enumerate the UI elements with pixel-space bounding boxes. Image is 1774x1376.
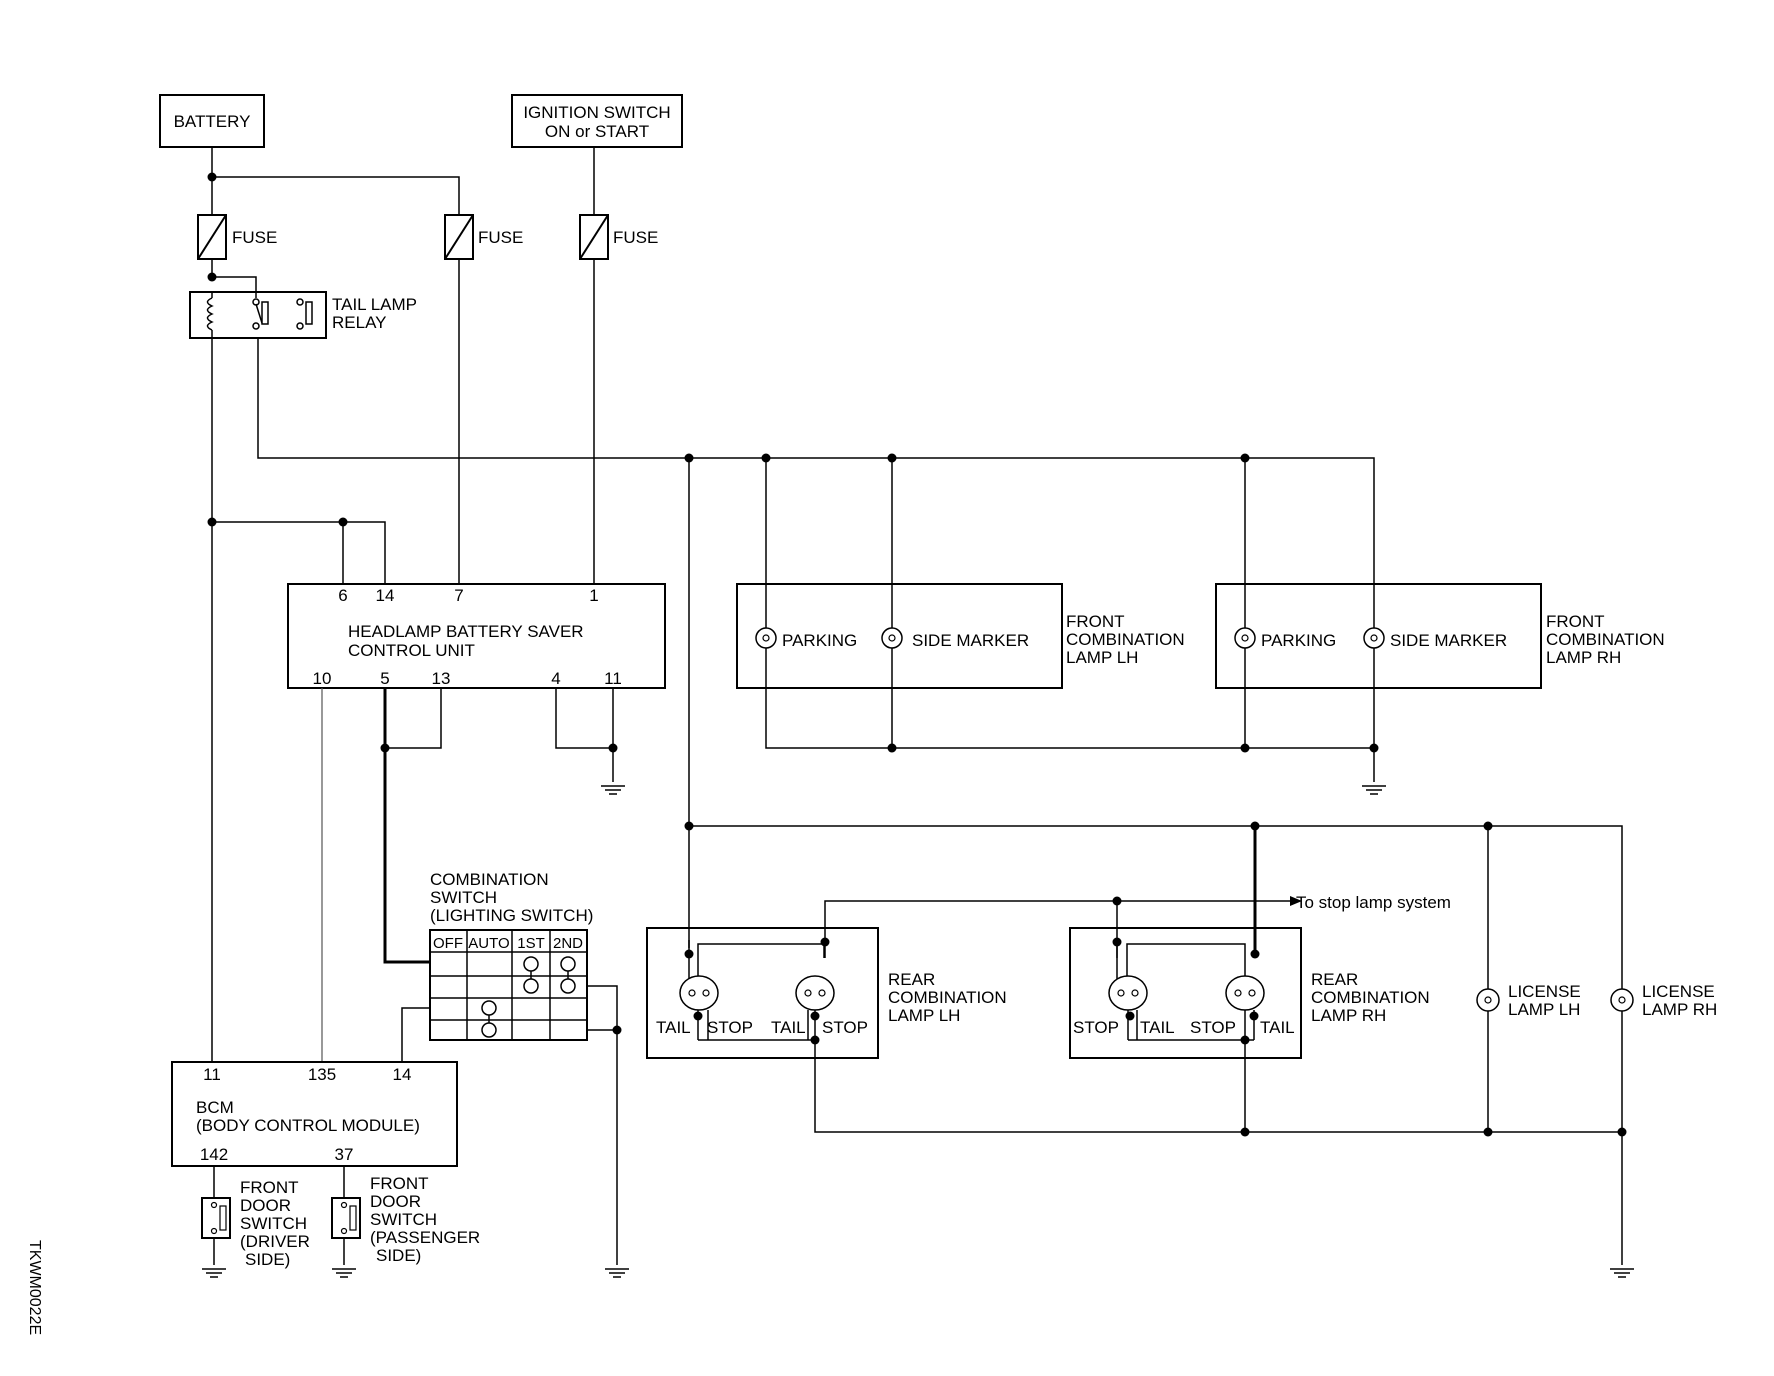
door-driver-label-4: (DRIVER (240, 1232, 310, 1251)
rear-combination-lamp-lh: TAIL STOP TAIL STOP REAR COMBINATION LAM… (646, 927, 1007, 1059)
fuse-2: FUSE (444, 214, 523, 260)
front-rh-parking-label: PARKING (1261, 631, 1336, 650)
saver-pin-1: 1 (589, 586, 598, 605)
rear-lh-label-2: COMBINATION (888, 988, 1007, 1007)
supply-wiring (207, 147, 595, 584)
tail-lamp-bus (207, 338, 1387, 1062)
bcm-pin-11: 11 (203, 1065, 221, 1084)
bcm-pin-142: 142 (200, 1145, 228, 1164)
tail-lamp-relay: TAIL LAMP RELAY (189, 272, 417, 339)
front-combination-lamp-lh: PARKING SIDE MARKER FRONT COMBINATION LA… (736, 583, 1185, 689)
bcm-label-1: BCM (196, 1098, 234, 1117)
license-lh-label-1: LICENSE (1508, 982, 1581, 1001)
saver-pin-4: 4 (551, 669, 560, 688)
rear-combination-lamp-rh: STOP TAIL STOP TAIL REAR COMBINATION LAM… (1069, 927, 1430, 1132)
saver-pin-14: 14 (376, 586, 395, 605)
bcm-pin-135: 135 (308, 1065, 336, 1084)
front-lh-label-1: FRONT (1066, 612, 1125, 631)
ignition-label-2: ON or START (545, 122, 649, 141)
front-rh-label-3: LAMP RH (1546, 648, 1621, 667)
switch-col-auto: AUTO (468, 935, 509, 952)
rear-lh-stop-2: STOP (822, 1018, 868, 1037)
license-lh-label-2: LAMP LH (1508, 1000, 1580, 1019)
rear-lh-label-3: LAMP LH (888, 1006, 960, 1025)
rear-rh-stop-2: STOP (1190, 1018, 1236, 1037)
door-driver-label-3: SWITCH (240, 1214, 307, 1233)
rear-rh-tail-2: TAIL (1260, 1018, 1295, 1037)
door-driver-label-5: SIDE) (245, 1250, 290, 1269)
switch-col-1st: 1ST (517, 935, 545, 952)
door-passenger-label-1: FRONT (370, 1174, 429, 1193)
fuse-label-2: FUSE (478, 228, 523, 247)
saver-label-1: HEADLAMP BATTERY SAVER (348, 622, 584, 641)
front-lh-label-2: COMBINATION (1066, 630, 1185, 649)
front-lh-parking-label: PARKING (782, 631, 857, 650)
door-driver-label-2: DOOR (240, 1196, 291, 1215)
fuse-3: FUSE (579, 214, 658, 260)
relay-label-1: TAIL LAMP (332, 295, 417, 314)
front-door-switch-driver: FRONT DOOR SWITCH (DRIVER SIDE) (201, 1166, 310, 1278)
front-rh-label-1: FRONT (1546, 612, 1605, 631)
ignition-label-1: IGNITION SWITCH (523, 103, 670, 122)
stop-lamp-note: To stop lamp system (1296, 893, 1451, 912)
front-door-switch-passenger: FRONT DOOR SWITCH (PASSENGER SIDE) (331, 1166, 480, 1278)
comb-switch-label-3: (LIGHTING SWITCH) (430, 906, 593, 925)
front-lh-side-marker-label: SIDE MARKER (912, 631, 1029, 650)
rear-rh-label-2: COMBINATION (1311, 988, 1430, 1007)
bcm-label-2: (BODY CONTROL MODULE) (196, 1116, 420, 1135)
license-lamp-rh: LICENSE LAMP RH (1610, 982, 1717, 1019)
front-lh-label-3: LAMP LH (1066, 648, 1138, 667)
saver-pin-6: 6 (338, 586, 347, 605)
license-rh-label-2: LAMP RH (1642, 1000, 1717, 1019)
front-rh-label-2: COMBINATION (1546, 630, 1665, 649)
comb-switch-label-2: SWITCH (430, 888, 497, 907)
rear-rh-label-1: REAR (1311, 970, 1358, 989)
fuse-label-1: FUSE (232, 228, 277, 247)
comb-switch-label-1: COMBINATION (430, 870, 549, 889)
switch-col-off: OFF (433, 935, 463, 952)
relay-label-2: RELAY (332, 313, 387, 332)
rear-lh-tail-1: TAIL (656, 1018, 691, 1037)
saver-pin-5: 5 (380, 669, 389, 688)
front-rh-side-marker-label: SIDE MARKER (1390, 631, 1507, 650)
rear-rh-label-3: LAMP RH (1311, 1006, 1386, 1025)
bcm-pin-14: 14 (393, 1065, 412, 1084)
battery: BATTERY (159, 94, 265, 148)
rear-lh-tail-2: TAIL (771, 1018, 806, 1037)
fuse-label-3: FUSE (613, 228, 658, 247)
diagram-id: TKWM0022E (26, 1240, 43, 1335)
fuse-1: FUSE (197, 214, 277, 260)
ignition-switch: IGNITION SWITCH ON or START (511, 94, 683, 148)
battery-label: BATTERY (174, 112, 251, 131)
door-passenger-label-2: DOOR (370, 1192, 421, 1211)
door-driver-label-1: FRONT (240, 1178, 299, 1197)
saver-label-2: CONTROL UNIT (348, 641, 475, 660)
saver-pin-7: 7 (454, 586, 463, 605)
saver-pin-13: 13 (432, 669, 451, 688)
bcm: 11 135 14 BCM (BODY CONTROL MODULE) 142 … (171, 1061, 458, 1167)
rear-rh-stop-1: STOP (1073, 1018, 1119, 1037)
license-lamp-lh: LICENSE LAMP LH (1476, 982, 1581, 1019)
front-combination-lamp-rh: PARKING SIDE MARKER FRONT COMBINATION LA… (1215, 583, 1665, 689)
saver-output-wiring (321, 688, 626, 1062)
license-rh-label-1: LICENSE (1642, 982, 1715, 1001)
switch-col-2nd: 2ND (553, 935, 583, 952)
door-passenger-label-3: SWITCH (370, 1210, 437, 1229)
saver-pin-10: 10 (313, 669, 332, 688)
combination-switch: COMBINATION SWITCH (LIGHTING SWITCH) OFF… (401, 870, 630, 1278)
saver-pin-11: 11 (604, 669, 622, 688)
bcm-pin-37: 37 (335, 1145, 354, 1164)
headlamp-battery-saver: 6 14 7 1 HEADLAMP BATTERY SAVER CONTROL … (287, 583, 666, 689)
door-passenger-label-5: SIDE) (376, 1246, 421, 1265)
rear-lh-label-1: REAR (888, 970, 935, 989)
door-passenger-label-4: (PASSENGER (370, 1228, 480, 1247)
rear-lh-stop-1: STOP (707, 1018, 753, 1037)
rear-bus-wiring: To stop lamp system (684, 821, 1635, 1278)
rear-rh-tail-1: TAIL (1140, 1018, 1175, 1037)
